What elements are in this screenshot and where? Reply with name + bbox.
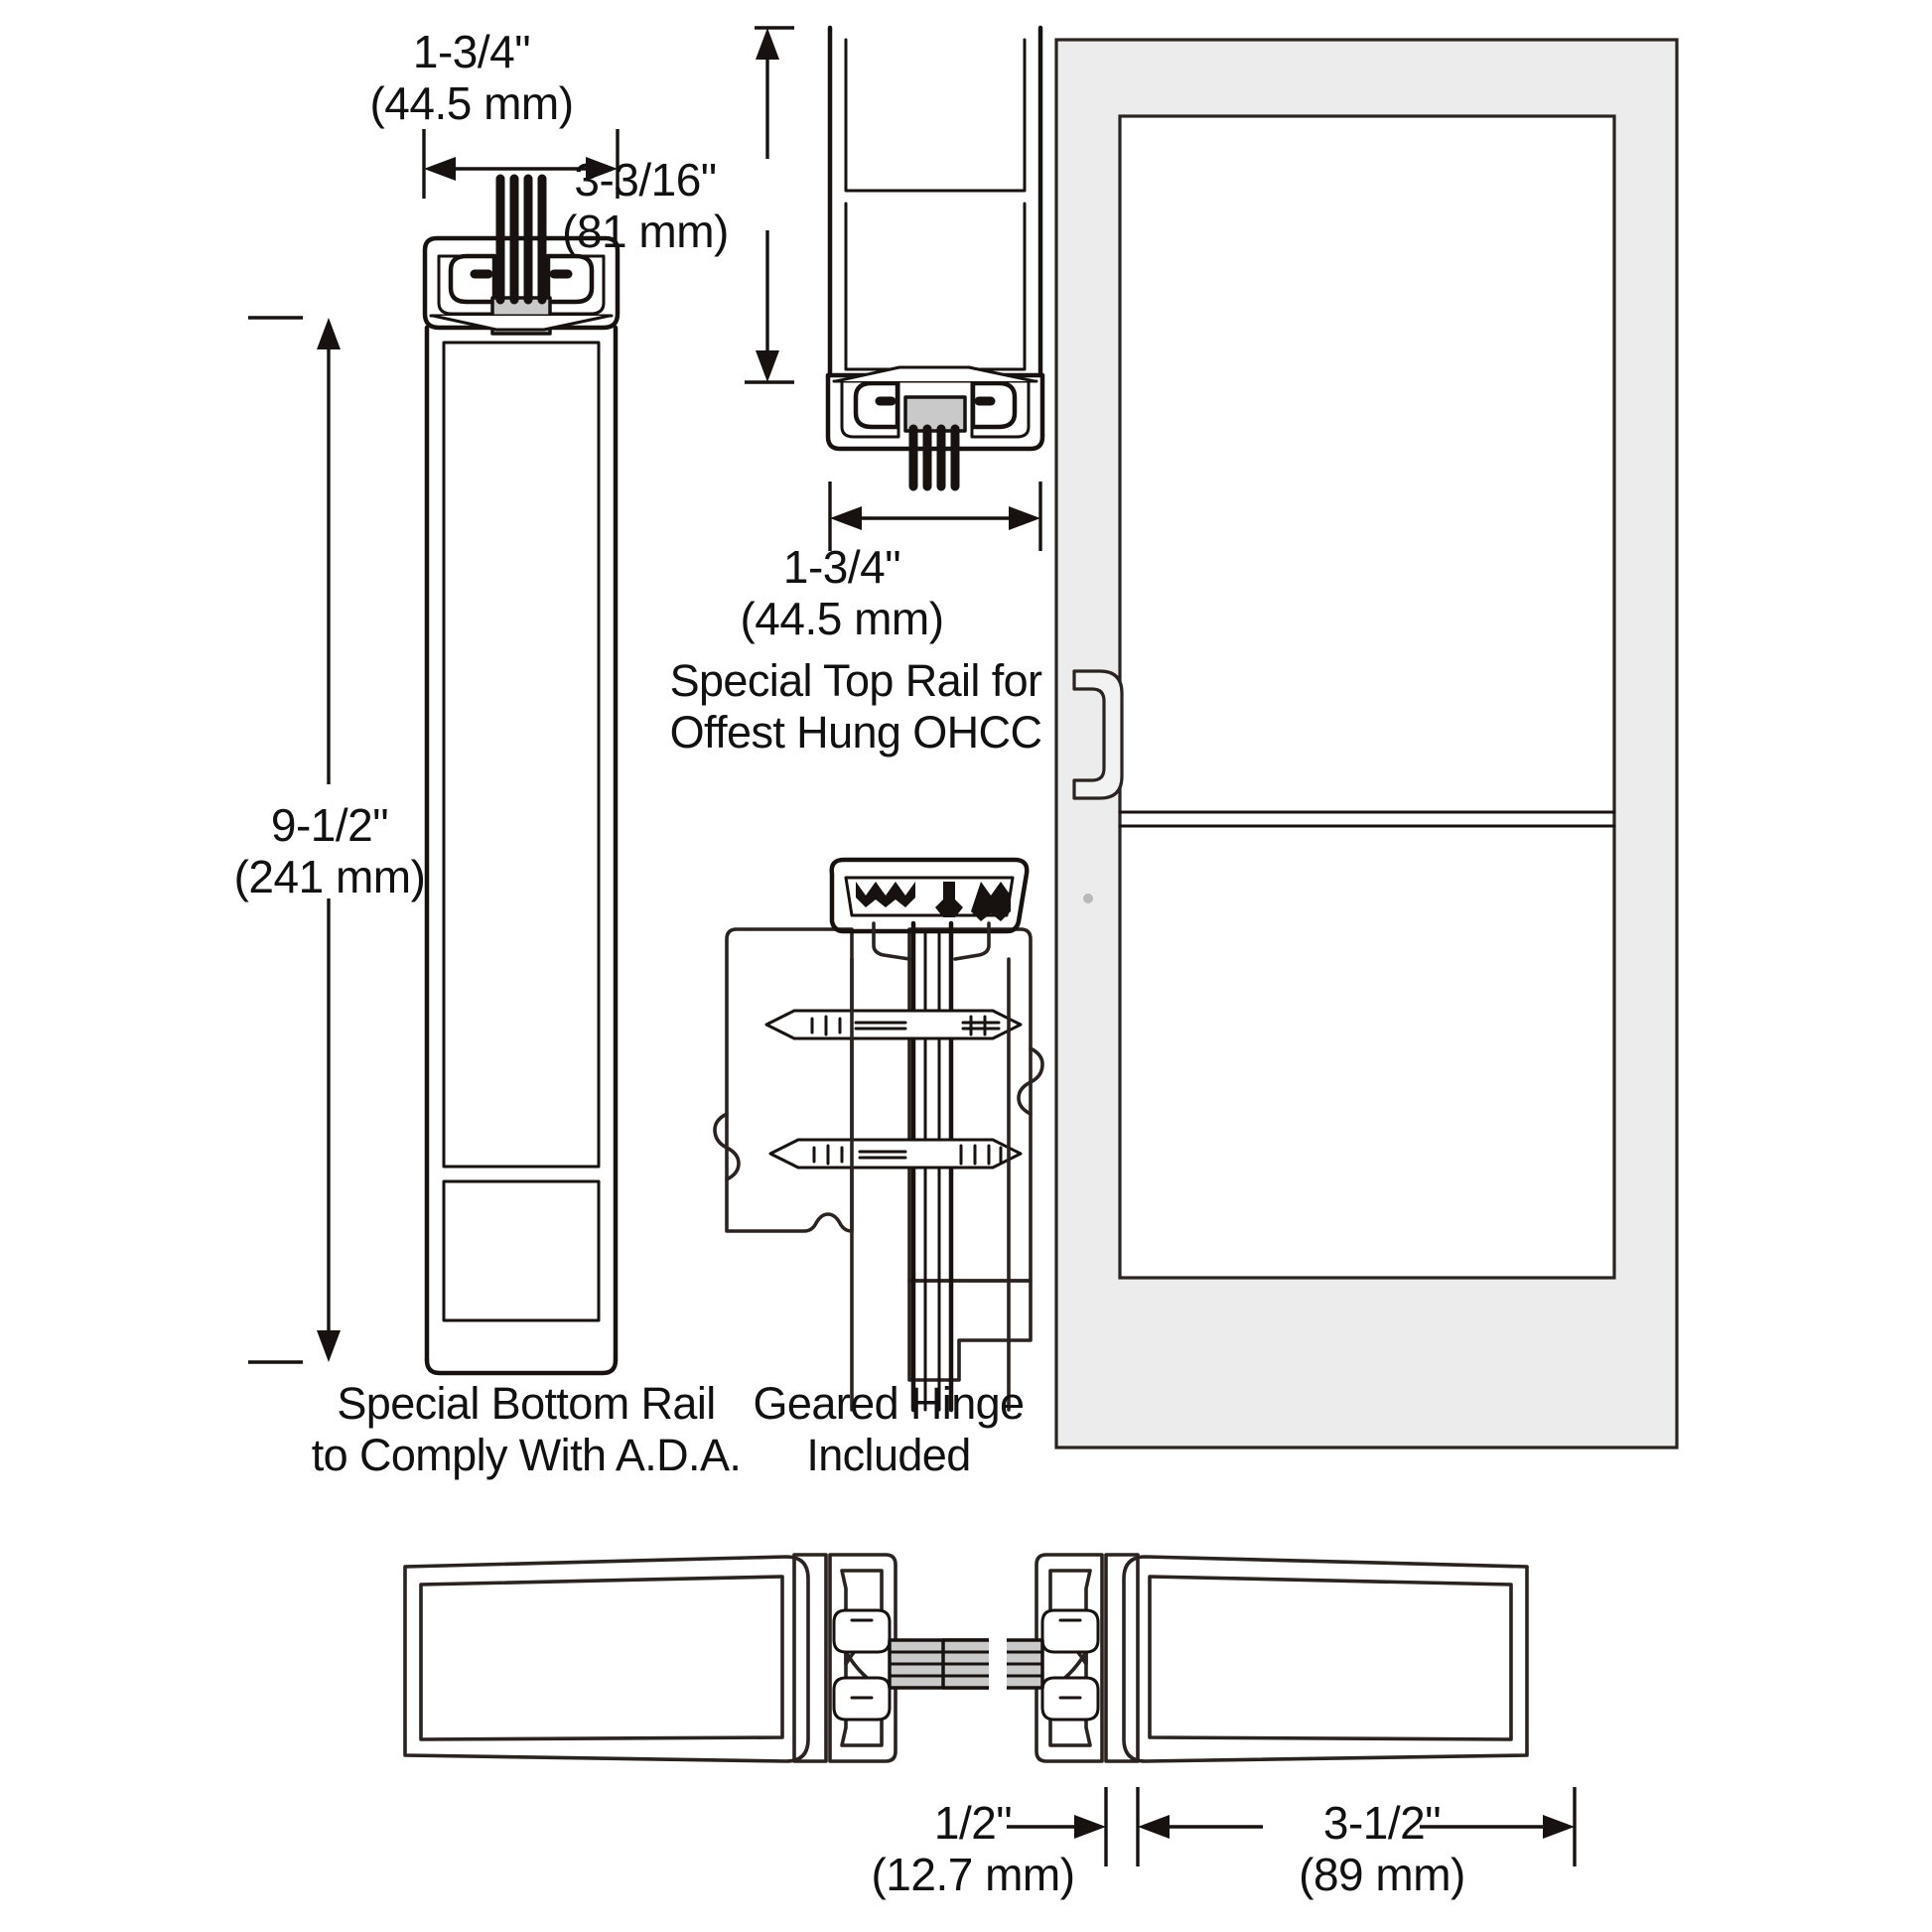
bottom-rail-height-metric: (241 mm) bbox=[233, 851, 426, 903]
stile-width-metric: (89 mm) bbox=[1299, 1849, 1465, 1901]
bottom-rail-width-label: 1-3/4" (44.5 mm) bbox=[323, 26, 621, 130]
top-rail-width-imperial: 1-3/4" bbox=[782, 541, 901, 593]
top-rail-width-dimension bbox=[828, 482, 1042, 551]
bottom-rail-height-label: 9-1/2" (241 mm) bbox=[181, 799, 479, 903]
bottom-rail-width-dimension bbox=[422, 129, 620, 199]
door-elevation bbox=[1054, 38, 1679, 1449]
hinge-caption: Geared Hinge Included bbox=[730, 1378, 1047, 1481]
geared-hinge-cross-section bbox=[713, 857, 1044, 1413]
bottom-rail-width-imperial: 1-3/4" bbox=[412, 26, 531, 77]
glass-pocket-label: 1/2" (12.7 mm) bbox=[854, 1797, 1092, 1901]
top-rail-depth-dimension bbox=[745, 26, 794, 384]
top-rail-depth-metric: (81 mm) bbox=[562, 206, 729, 258]
bottom-rail-width-metric: (44.5 mm) bbox=[369, 77, 574, 130]
top-rail-depth-imperial: 3-3/16" bbox=[574, 154, 717, 206]
bottom-rail-caption-line1: Special Bottom Rail bbox=[337, 1378, 716, 1429]
glass-pocket-metric: (12.7 mm) bbox=[871, 1849, 1075, 1901]
stile-width-imperial: 3-1/2" bbox=[1322, 1797, 1442, 1849]
bottom-rail-cross-section bbox=[422, 174, 621, 1376]
top-rail-caption-line1: Special Top Rail for bbox=[669, 655, 1042, 706]
top-rail-width-label: 1-3/4" (44.5 mm) bbox=[713, 541, 971, 645]
bottom-rail-caption-line2: to Comply With A.D.A. bbox=[311, 1430, 742, 1481]
top-rail-width-metric: (44.5 mm) bbox=[740, 593, 944, 645]
top-rail-cross-section bbox=[825, 25, 1045, 491]
stile-cross-section-pair bbox=[403, 1553, 1529, 1763]
stile-width-dimension bbox=[1136, 1787, 1577, 1866]
bottom-rail-height-dimension bbox=[248, 316, 341, 1364]
stile-width-label: 3-1/2" (89 mm) bbox=[1263, 1797, 1501, 1901]
hinge-caption-line2: Included bbox=[806, 1430, 971, 1481]
top-rail-caption: Special Top Rail for Offest Hung OHCC bbox=[667, 655, 1044, 759]
bottom-rail-caption: Special Bottom Rail to Comply With A.D.A… bbox=[248, 1378, 804, 1481]
hinge-caption-line1: Geared Hinge bbox=[753, 1378, 1026, 1429]
glass-pocket-dimension bbox=[1007, 1787, 1108, 1866]
glass-pocket-imperial: 1/2" bbox=[933, 1797, 1013, 1849]
top-rail-depth-label: 3-3/16" (81 mm) bbox=[516, 154, 774, 258]
bottom-rail-height-imperial: 9-1/2" bbox=[270, 799, 389, 851]
top-rail-caption-line2: Offest Hung OHCC bbox=[669, 707, 1042, 759]
